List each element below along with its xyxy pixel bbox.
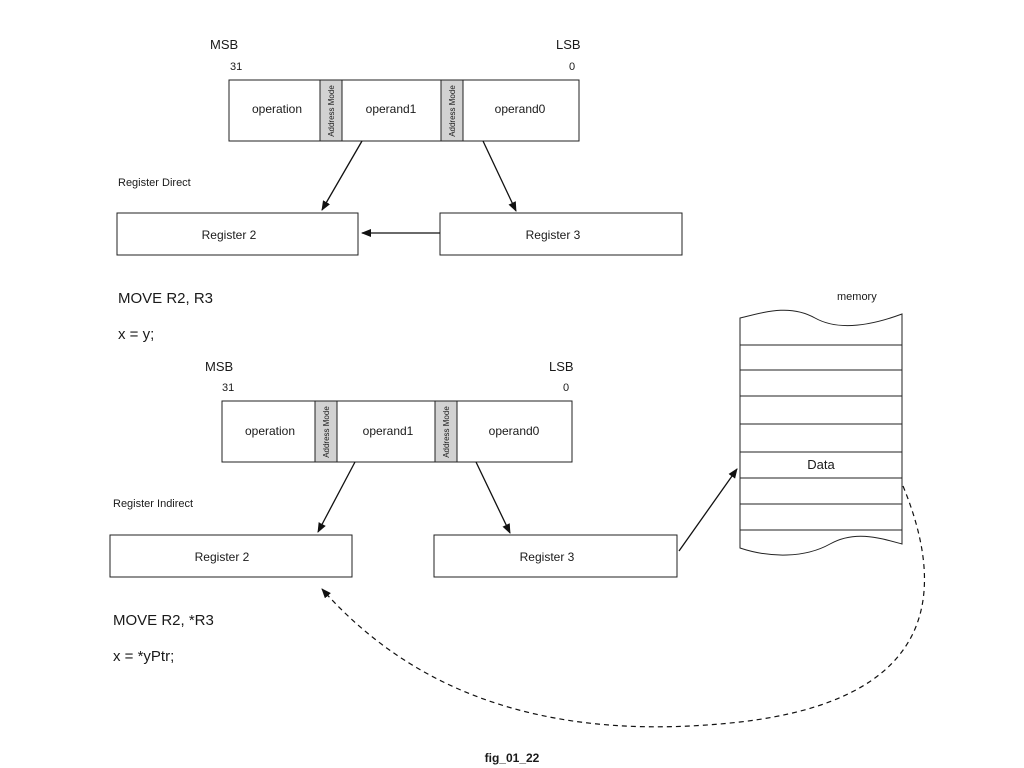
operand0-arrow xyxy=(482,140,517,212)
address-mode-field-0 xyxy=(434,400,458,463)
address-mode-field-1 xyxy=(319,79,343,142)
code-text: x = y; xyxy=(118,326,154,343)
address-mode-field-0 xyxy=(440,79,464,142)
data-load-arrow xyxy=(321,485,926,728)
operand1-field: operand1 xyxy=(363,424,414,438)
instruction-text: MOVE R2, R3 xyxy=(118,290,213,307)
operation-field: operation xyxy=(252,102,302,116)
lsb-label: LSB xyxy=(556,37,581,52)
register-3-label: Register 3 xyxy=(526,228,581,242)
memory-outline xyxy=(739,309,903,556)
address-mode-label: Address Mode xyxy=(327,85,336,137)
instruction-word: operation Address Mode operand1 Address … xyxy=(221,400,573,463)
operand0-field: operand0 xyxy=(489,424,540,438)
operand1-field: operand1 xyxy=(366,102,417,116)
register-indirect-section: MSB 31 LSB 0 operation Address Mode oper… xyxy=(109,359,926,728)
register-3-label: Register 3 xyxy=(520,550,575,564)
operation-field: operation xyxy=(245,424,295,438)
bit-0-label: 0 xyxy=(569,61,575,73)
address-mode-label: Address Mode xyxy=(448,85,457,137)
operand1-arrow xyxy=(317,461,356,533)
operand1-arrow xyxy=(321,140,363,211)
bit-0-label: 0 xyxy=(563,382,569,394)
operand0-arrow xyxy=(475,461,511,534)
pointer-arrow xyxy=(678,468,738,552)
bit-31-label: 31 xyxy=(230,61,242,73)
register-3-box: Register 3 xyxy=(439,212,683,256)
msb-label: MSB xyxy=(205,359,233,374)
memory-block: memory Data xyxy=(739,291,903,556)
register-2-label: Register 2 xyxy=(202,228,257,242)
lsb-label: LSB xyxy=(549,359,574,374)
address-mode-label: Address Mode xyxy=(322,406,331,458)
memory-label: memory xyxy=(837,291,877,303)
code-text: x = *yPtr; xyxy=(113,648,174,665)
register-direct-section: MSB 31 LSB 0 operation Address Mode oper… xyxy=(116,37,683,343)
address-mode-field-1 xyxy=(314,400,338,463)
register-2-box: Register 2 xyxy=(109,534,353,578)
operand0-field: operand0 xyxy=(495,102,546,116)
instruction-text: MOVE R2, *R3 xyxy=(113,612,214,629)
register-3-box: Register 3 xyxy=(433,534,678,578)
data-cell-label: Data xyxy=(807,457,835,472)
instruction-word: operation Address Mode operand1 Address … xyxy=(228,79,580,142)
address-mode-label: Address Mode xyxy=(442,406,451,458)
figure-caption: fig_01_22 xyxy=(485,751,540,765)
bit-31-label: 31 xyxy=(222,382,234,394)
mode-label: Register Indirect xyxy=(113,498,193,510)
register-2-label: Register 2 xyxy=(195,550,250,564)
register-2-box: Register 2 xyxy=(116,212,359,256)
msb-label: MSB xyxy=(210,37,238,52)
mode-label: Register Direct xyxy=(118,177,191,189)
